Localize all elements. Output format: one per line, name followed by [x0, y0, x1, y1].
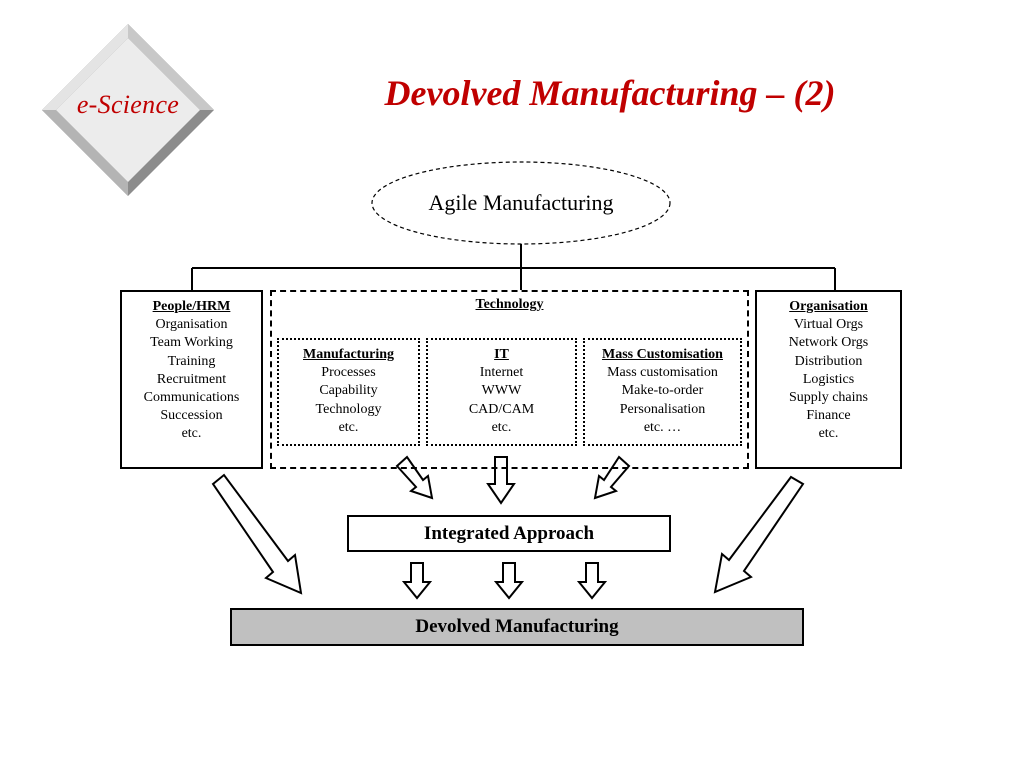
organisation-item: Virtual Orgs	[793, 317, 864, 333]
manufacturing-item: Technology	[315, 401, 382, 417]
it-item: Internet	[479, 365, 524, 381]
people-item: Organisation	[155, 317, 228, 333]
it-box: IT Internet WWW CAD/CAM etc.	[426, 338, 577, 446]
people-item: etc.	[181, 426, 202, 442]
logo-text: e-Science	[76, 90, 180, 119]
people-item: Team Working	[150, 335, 233, 351]
organisation-item: Supply chains	[789, 390, 868, 406]
organisation-item: Logistics	[802, 371, 855, 387]
mass-customisation-item: etc. …	[643, 419, 682, 435]
people-item: Communications	[143, 390, 240, 406]
e-science-logo	[42, 24, 214, 196]
it-heading: IT	[494, 347, 509, 362]
technology-container	[270, 290, 749, 469]
organisation-item: Finance	[806, 408, 851, 424]
organisation-item: Distribution	[794, 353, 863, 369]
organisation-item: etc.	[818, 426, 839, 442]
slide-title: Devolved Manufacturing – (2)	[384, 73, 836, 113]
manufacturing-box: Manufacturing Processes Capability Techn…	[277, 338, 420, 446]
agile-manufacturing-label: Agile Manufacturing	[428, 190, 614, 215]
people-item: Succession	[160, 408, 223, 424]
organisation-to-result-arrow	[713, 475, 805, 594]
integrated-approach-box: Integrated Approach	[347, 515, 671, 552]
integrated-to-result-arrow-center	[493, 562, 525, 600]
manufacturing-item: Capability	[319, 383, 378, 399]
it-item: etc.	[491, 419, 512, 435]
people-to-result-arrow	[211, 473, 303, 595]
it-item: CAD/CAM	[468, 401, 535, 417]
mass-customisation-heading: Mass Customisation	[602, 347, 723, 362]
devolved-manufacturing-box: Devolved Manufacturing	[230, 608, 804, 646]
mass-customisation-box: Mass Customisation Mass customisation Ma…	[583, 338, 742, 446]
tree-connector	[191, 244, 836, 290]
manufacturing-heading: Manufacturing	[303, 347, 394, 362]
people-hrm-box: People/HRM Organisation Team Working Tra…	[120, 290, 263, 469]
organisation-box: Organisation Virtual Orgs Network Orgs D…	[755, 290, 902, 469]
people-item: Recruitment	[156, 371, 227, 387]
mass-customisation-item: Mass customisation	[607, 365, 718, 381]
technology-heading: Technology	[475, 297, 544, 312]
integrated-to-result-arrow-right	[576, 562, 608, 600]
people-hrm-heading: People/HRM	[152, 299, 231, 314]
it-item: WWW	[481, 383, 522, 399]
manufacturing-item: etc.	[338, 419, 359, 435]
organisation-heading: Organisation	[789, 299, 868, 314]
mass-customisation-item: Make-to-order	[621, 383, 704, 399]
integrated-to-result-arrow-left	[401, 562, 433, 600]
mass-customisation-item: Personalisation	[619, 401, 706, 417]
organisation-item: Network Orgs	[788, 335, 869, 351]
manufacturing-item: Processes	[321, 365, 376, 381]
people-item: Training	[167, 353, 216, 369]
